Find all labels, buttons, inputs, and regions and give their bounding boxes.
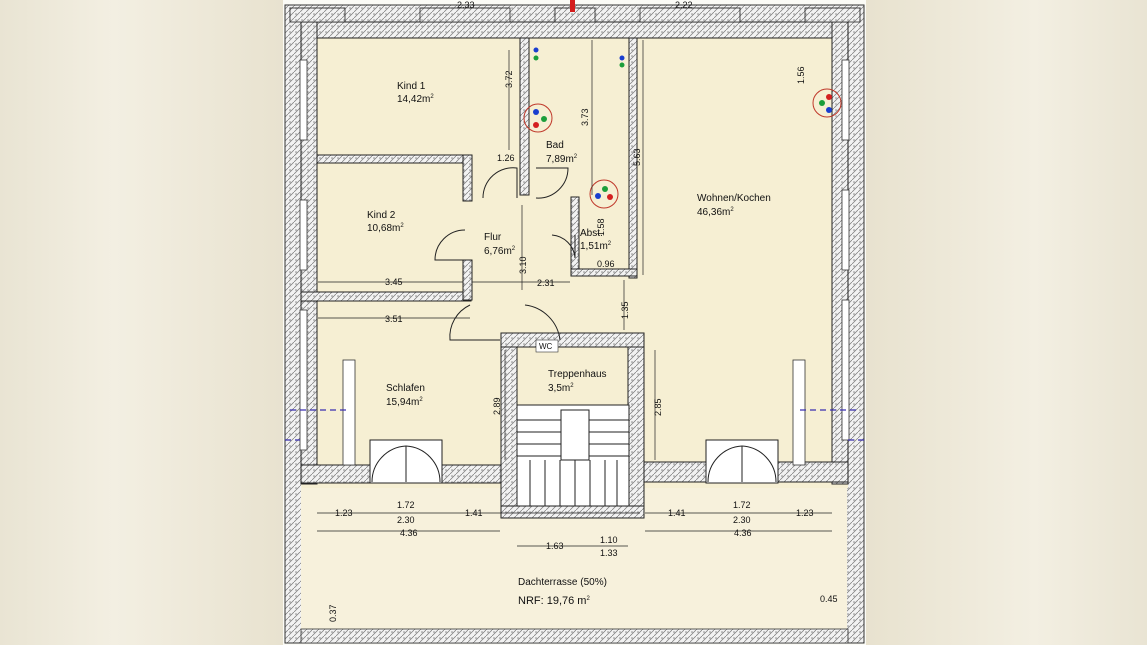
room-name-wohnen: Wohnen/Kochen xyxy=(697,193,771,204)
blurred-background-left xyxy=(0,0,285,645)
room-name-kind2: Kind 2 xyxy=(367,210,396,221)
dim-right-2-30: 2.30 xyxy=(733,515,751,525)
room-name-kind1: Kind 1 xyxy=(397,81,426,92)
dim-2-85: 2.85 xyxy=(653,398,663,416)
dim-top-left: 2.33 xyxy=(457,0,475,10)
dim-right-1-72: 1.72 xyxy=(733,500,751,510)
section-lines xyxy=(285,409,866,441)
dim-1-56: 1.56 xyxy=(796,66,806,84)
dim-left-1-41: 1.41 xyxy=(465,508,483,518)
staircase xyxy=(516,404,630,507)
room-name-abst: Abst. xyxy=(580,228,603,239)
blurred-background-right xyxy=(866,0,1147,645)
dim-5-63: 5.63 xyxy=(632,148,642,166)
dim-3-10: 3.10 xyxy=(518,256,528,274)
room-name-bad: Bad xyxy=(546,140,564,151)
room-area-abst: 1,51m2 xyxy=(580,241,612,252)
dim-right-1-23: 1.23 xyxy=(796,508,814,518)
room-area-treppenhaus: 3,5m2 xyxy=(548,383,574,394)
utility-symbols xyxy=(523,47,842,209)
dim-left-1-72: 1.72 xyxy=(397,500,415,510)
room-name-schlafen: Schlafen xyxy=(386,383,425,394)
room-area-kind1: 14,42m2 xyxy=(397,94,434,105)
floor-plan: 2.33 2.22 Kind 1 14,42m2 Kind 2 10,68m2 … xyxy=(283,0,866,645)
room-name-treppenhaus: Treppenhaus xyxy=(548,369,607,380)
room-name-terrasse: Dachterrasse (50%) xyxy=(518,577,607,588)
terrace-doors xyxy=(369,439,779,484)
room-area-flur: 6,76m2 xyxy=(484,246,516,257)
windows xyxy=(299,59,850,466)
dim-left-2-30: 2.30 xyxy=(397,515,415,525)
dim-left-4-36: 4.36 xyxy=(400,528,418,538)
terrace-edge xyxy=(300,628,849,644)
dim-right-4-36: 4.36 xyxy=(734,528,752,538)
room-area-bad: 7,89m2 xyxy=(546,154,578,165)
room-area-terrasse: NRF: 19,76 m2 xyxy=(518,595,590,607)
room-area-schlafen: 15,94m2 xyxy=(386,397,423,408)
dim-1-26: 1.26 xyxy=(497,153,515,163)
dim-3-72: 3.72 xyxy=(504,70,514,88)
room-area-wohnen: 46,36m2 xyxy=(697,207,734,218)
dim-2-89: 2.89 xyxy=(492,397,502,415)
door-swings xyxy=(434,167,576,341)
dim-1-33: 1.33 xyxy=(600,548,618,558)
dim-1-10: 1.10 xyxy=(600,535,618,545)
dim-1-35: 1.35 xyxy=(620,301,630,319)
dim-right-1-41: 1.41 xyxy=(668,508,686,518)
top-edge-blocks xyxy=(289,7,861,23)
dim-0-37: 0.37 xyxy=(328,604,338,622)
wc-label: WC xyxy=(539,342,553,351)
wc-box xyxy=(535,339,559,353)
dim-1-58: 1.58 xyxy=(596,218,606,236)
dim-left-1-23: 1.23 xyxy=(335,508,353,518)
dim-0-45: 0.45 xyxy=(820,594,838,604)
red-marker xyxy=(570,0,575,12)
dim-top-right: 2.22 xyxy=(675,0,693,10)
dimension-lines xyxy=(317,40,832,547)
dim-3-51: 3.51 xyxy=(385,314,403,324)
dim-2-31: 2.31 xyxy=(537,278,555,288)
dim-1-63: 1.63 xyxy=(546,541,564,551)
room-name-flur: Flur xyxy=(484,232,502,243)
dim-3-73: 3.73 xyxy=(580,108,590,126)
dim-0-96: 0.96 xyxy=(597,259,615,269)
dim-3-45: 3.45 xyxy=(385,277,403,287)
room-area-kind2: 10,68m2 xyxy=(367,223,404,234)
